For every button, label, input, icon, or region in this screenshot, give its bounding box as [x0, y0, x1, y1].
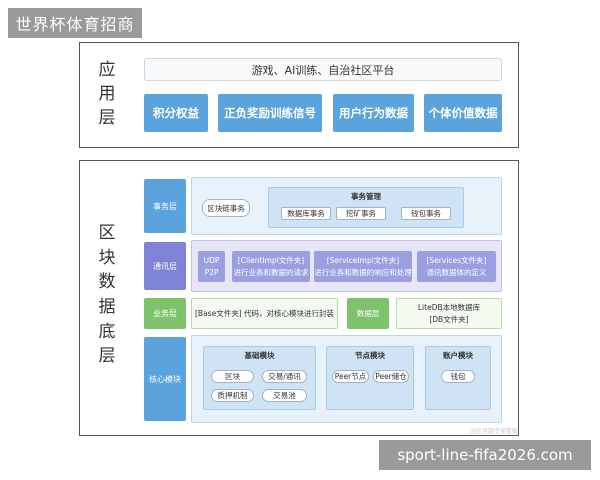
block-chip: 区块 — [211, 370, 254, 383]
app-button-individual-value: 个体价值数据 — [424, 94, 502, 132]
blockchain-layer-title: 区 块 数 据 底 层 — [88, 205, 126, 385]
app-title-char: 层 — [98, 107, 116, 128]
service-impl-desc: 进行业务和数据的响应和处理 — [314, 267, 412, 277]
client-impl-box: [ClientImpl文件夹] 进行业务和数据的请求 — [232, 251, 310, 282]
client-impl-title: [ClientImpl文件夹] — [237, 256, 305, 266]
mining-affair-chip: 挖矿事务 — [336, 207, 386, 220]
chain-title-char: 层 — [98, 346, 116, 367]
services-desc: 通讯数据体的定义 — [426, 267, 487, 277]
tx-pool-chip: 交易池 — [262, 389, 307, 402]
app-button-reward-signal: 正负奖励训练信号 — [218, 94, 322, 132]
affairs-layer-label: 事务层 — [144, 179, 186, 233]
core-module-label: 核心模块 — [144, 337, 186, 421]
base-folder-box: [Base文件夹] 代码，对核心模块进行封装 — [191, 298, 338, 329]
app-title-char: 用 — [98, 84, 116, 105]
protocol-udp: UDP — [203, 256, 220, 266]
transaction-chip: 交易/通讯 — [262, 370, 307, 383]
wallet-chip: 钱包 — [441, 370, 475, 383]
staking-chip: 质押机制 — [211, 389, 254, 402]
services-box: [Services文件夹] 通讯数据体的定义 — [417, 251, 496, 282]
litedb-title: LiteDB本地数据库 — [417, 303, 481, 313]
service-impl-box: [ServiceImpl文件夹] 进行业务和数据的响应和处理 — [314, 251, 412, 282]
wallet-affair-chip: 钱包事务 — [401, 207, 451, 220]
application-layer-title: 应 用 层 — [88, 52, 126, 138]
chain-title-char: 数 — [98, 272, 116, 293]
data-layer-label: 数据层 — [347, 298, 389, 329]
app-title-char: 应 — [98, 60, 116, 81]
affair-management-title: 事务管理 — [351, 192, 381, 201]
chain-affair-chip: 区块链事务 — [202, 199, 250, 217]
peer-node-chip: Peer节点 — [332, 370, 369, 383]
services-title: [Services文件夹] — [426, 256, 487, 266]
watermark-top: 世界杯体育招商 — [8, 8, 142, 38]
business-layer-label: 业务层 — [144, 298, 186, 329]
chain-title-char: 据 — [98, 297, 116, 317]
app-button-points: 积分权益 — [144, 94, 208, 132]
base-module-title: 基础模块 — [244, 351, 275, 360]
account-module-title: 账户模块 — [443, 351, 473, 360]
chain-title-char: 块 — [98, 247, 116, 268]
service-impl-title: [ServiceImpl文件夹] — [326, 256, 400, 266]
node-module-title: 节点模块 — [355, 351, 385, 360]
chain-title-char: 区 — [98, 223, 116, 244]
database-affair-chip: 数据库事务 — [281, 207, 331, 220]
watermark-bottom: sport-line-fifa2026.com — [379, 440, 591, 470]
client-impl-desc: 进行业务和数据的请求 — [233, 267, 309, 277]
communication-layer-label: 通讯层 — [144, 242, 186, 290]
litedb-folder: [DB文件夹] — [429, 314, 469, 324]
application-banner: 游戏、AI训练、自治社区平台 — [144, 58, 502, 81]
faint-watermark: @区块链专家看板 — [470, 428, 519, 435]
app-button-user-behavior: 用户行为数据 — [333, 94, 414, 132]
peer-storage-chip: Peer储仓 — [373, 370, 409, 383]
protocol-box: UDP P2P — [198, 251, 225, 282]
litedb-box: LiteDB本地数据库 [DB文件夹] — [396, 298, 502, 329]
chain-title-char: 底 — [98, 321, 116, 342]
protocol-p2p: P2P — [204, 267, 219, 277]
